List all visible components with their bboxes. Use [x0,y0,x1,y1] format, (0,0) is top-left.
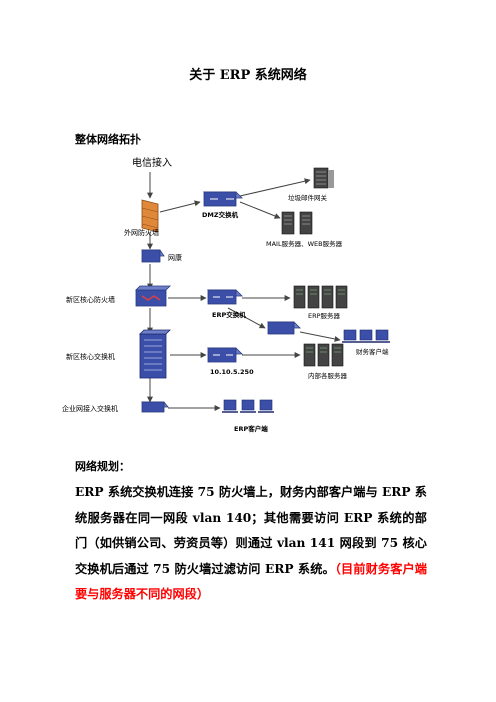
dmz-switch-label: DMZ交换机 [202,210,239,219]
link-firewall-dmz [159,200,201,213]
spam-gateway-icon [313,167,334,189]
ip-switch-icon [207,347,243,363]
network-topology-diagram: 电信接入 外网防火墙 DMZ交换机 垃圾邮件网关 MAIL服务器、WEB服务器 … [62,156,390,433]
plan-heading: 网络规划： [75,460,130,473]
outer-firewall-icon [141,199,159,233]
telecom-in-label: 电信接入 [132,156,172,169]
erp-servers-icon [293,285,348,309]
erp-switch-icon [207,289,243,305]
connection-lines [147,172,341,411]
ip-switch-label: 10.10.5.250 [210,368,254,376]
link-erpswitch-subswitch [227,307,266,329]
erp-clients-label: ERP客户端 [234,424,268,433]
document-title: 关于 ERP 系统网络 [189,68,307,83]
erp-servers-label: ERP服务器 [308,311,341,320]
access-switch-icon [141,401,169,413]
topology-heading: 整体网络拓扑 [75,133,141,146]
spam-gateway-label: 垃圾邮件网关 [288,193,328,202]
wangkang-label: 网康 [168,253,182,262]
internal-servers-label: 内部各服务器 [308,371,348,380]
erp-clients-icon [222,399,274,413]
mail-web-servers-label: MAIL服务器、WEB服务器 [266,239,343,248]
dmz-switch-icon [203,191,243,207]
internal-servers-icon [303,343,344,367]
finance-switch-icon [267,321,301,335]
erp-switch-label: ERP交换机 [212,310,246,319]
mail-web-servers-icon [281,211,313,235]
plan-paragraph: ERP 系统交换机连接 75 防火墙上，财务内部客户端与 ERP 系统服务器在同… [75,480,427,608]
core-switch-label: 新区核心交换机 [66,352,115,361]
access-switch-label: 企业网接入交换机 [62,404,118,413]
finance-clients-icon [342,329,390,343]
outer-firewall-label: 外网防火墙 [124,228,159,237]
plan-note: （目前财务客户端要与服务器不同的网段） [75,561,427,602]
core-firewall-icon [135,285,171,307]
plan-text: ERP 系统交换机连接 75 防火墙上，财务内部客户端与 ERP 系统服务器在同… [75,485,427,576]
wangkang-device-icon [141,249,165,263]
link-dmz-spam [239,178,311,197]
finance-clients-label: 财务客户端 [356,347,389,356]
link-dmz-mail [239,201,281,219]
core-firewall-label: 新区核心防火墙 [66,295,115,304]
link-subswitch-finance [299,331,341,342]
core-switch-icon [139,329,171,379]
